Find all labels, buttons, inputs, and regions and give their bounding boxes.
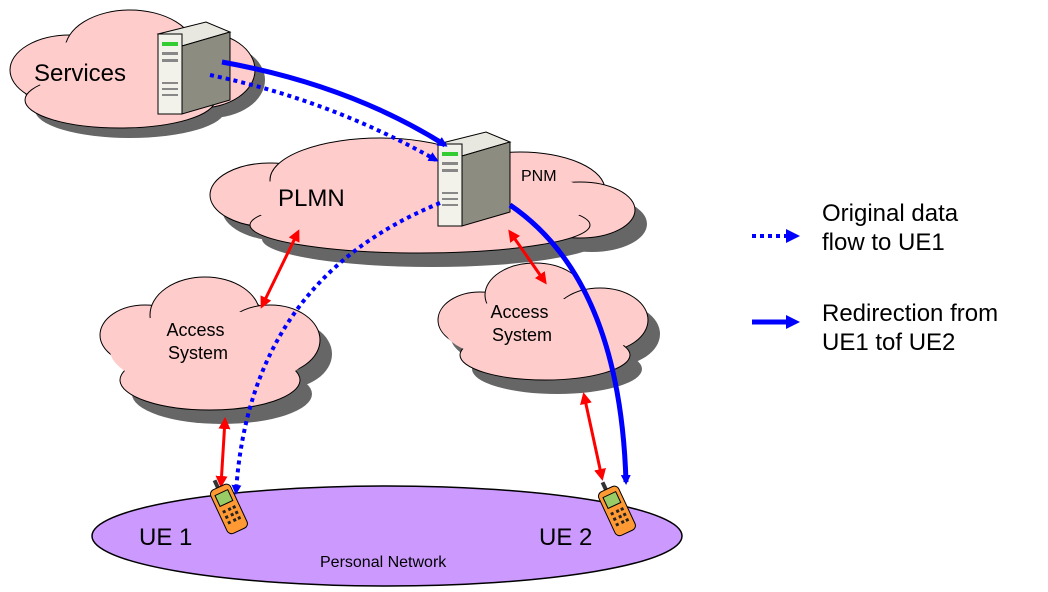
- ue2-mobile-phone-icon: [597, 481, 636, 537]
- redirection-flow-pnm-to-ue2: [508, 202, 631, 485]
- redirection-flow-services-to-pnm: [221, 59, 448, 148]
- original-flow-services-to-pnm: [209, 73, 439, 162]
- access-system-right-cloud: [437, 262, 660, 394]
- link-plmn-access-left: [260, 229, 300, 309]
- pnm-label: PNM: [521, 168, 557, 185]
- link-access-left-ue1: [215, 417, 231, 488]
- legend-redirection-text: Redirection from UE1 tof UE2: [822, 300, 999, 356]
- original-flow-pnm-to-ue1: [231, 201, 441, 495]
- services-label: Services: [34, 60, 126, 87]
- access-system-left-label: Access System: [166, 320, 229, 363]
- pnm-server-icon: [436, 131, 512, 227]
- access-left-line-1: Access: [166, 320, 224, 340]
- access-left-line-2: System: [168, 343, 228, 363]
- personal-network-label: Personal Network: [320, 554, 447, 571]
- access-system-left-cloud: [99, 276, 332, 424]
- link-plmn-access-right: [508, 229, 547, 285]
- access-system-right-label: Access System: [490, 302, 553, 345]
- legend-original-text: Original data flow to UE1: [822, 200, 959, 256]
- ue1-mobile-phone-icon: [209, 479, 248, 535]
- plmn-label: PLMN: [278, 185, 345, 212]
- access-right-line-1: Access: [490, 302, 548, 322]
- services-server-icon: [156, 21, 232, 115]
- link-access-right-ue2: [580, 392, 606, 481]
- ue2-label: UE 2: [539, 524, 592, 551]
- ue1-label: UE 1: [139, 524, 192, 551]
- access-right-line-2: System: [492, 325, 552, 345]
